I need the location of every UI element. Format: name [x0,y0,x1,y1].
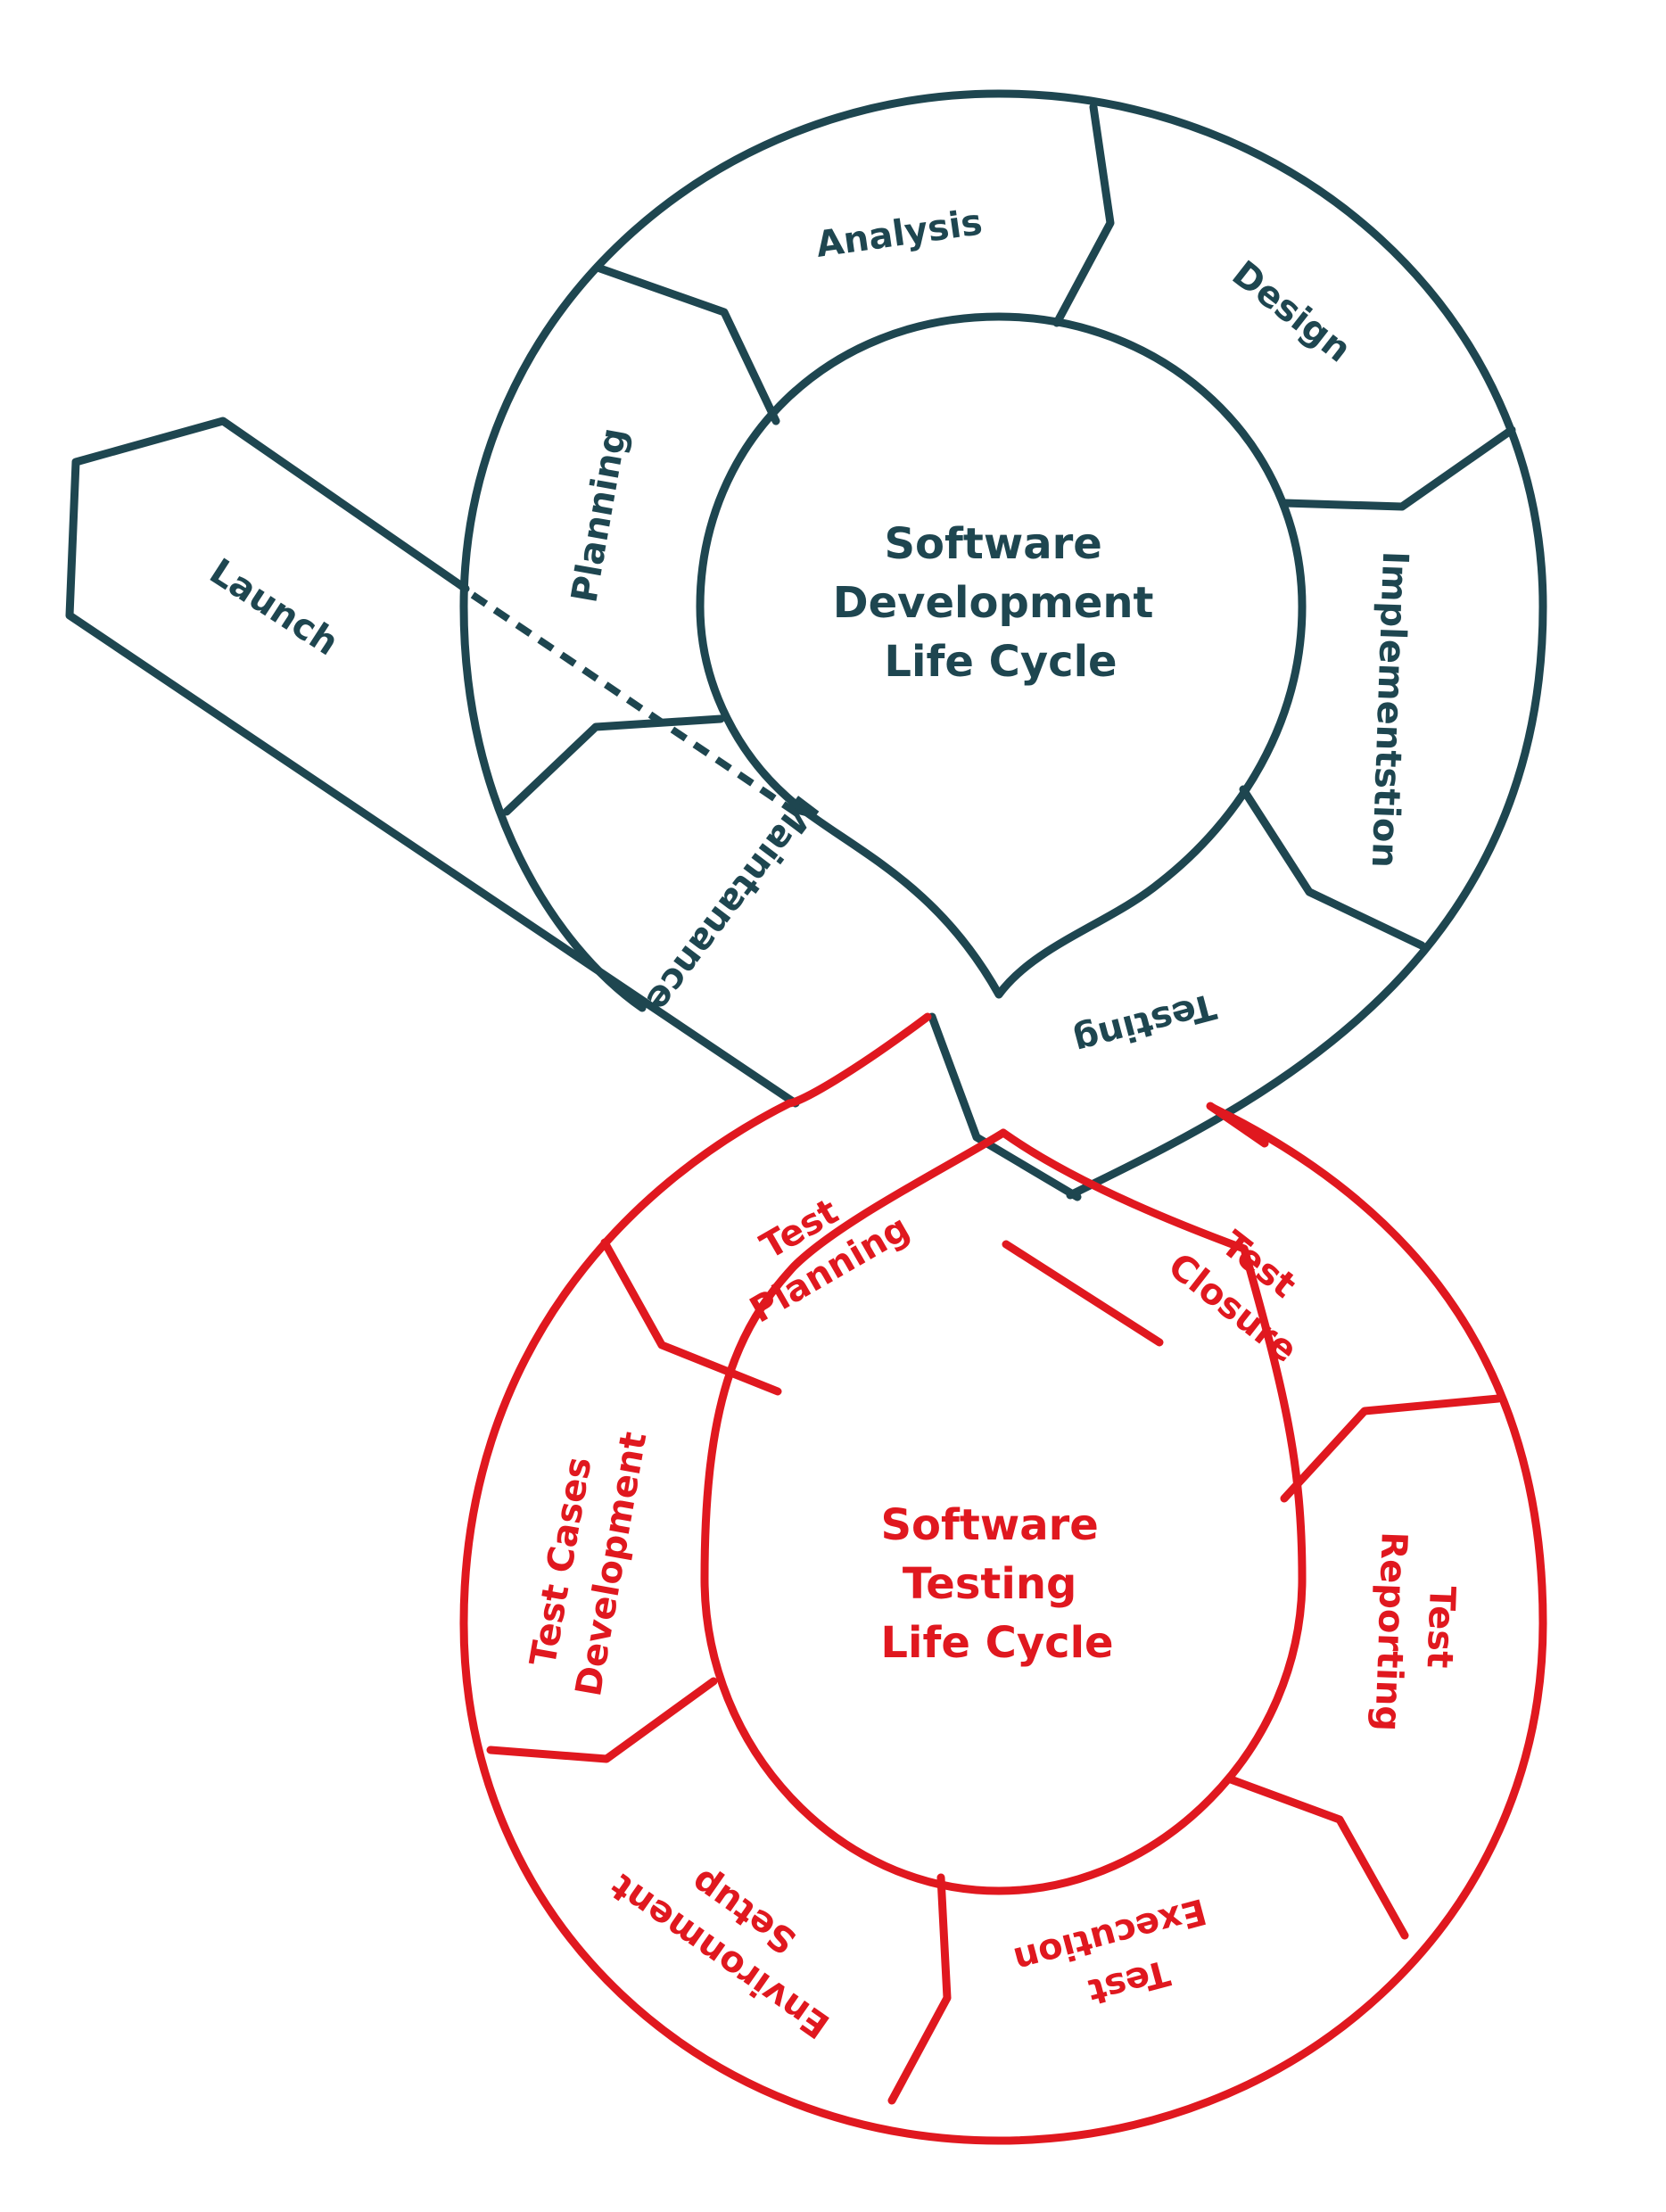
stlc-outer-ring [459,1012,1547,2145]
sdlc-cycle: Software Development Life Cycle Analysis… [65,89,1547,1201]
sdlc-divider-implementation-testing [1239,785,1426,950]
sdlc-divider-maintenance-planning [502,714,725,816]
stlc-phase-test-reporting: Test Reporting [1366,1531,1464,1734]
sdlc-phase-testing: Testing [1069,985,1220,1062]
stlc-phase-test-execution: Test Execution [1010,1890,1224,2029]
sdlc-divider-design-implementation [1280,425,1516,511]
sdlc-inner-hub [696,312,1307,999]
stlc-phase-test-reporting-line-2: Reporting [1366,1531,1414,1732]
stlc-title-line-3: Life Cycle [880,1618,1113,1668]
sdlc-phase-maintenance: Maintanance [638,788,826,1019]
stlc-divider-environment-casesdev [486,1677,718,1763]
stlc-title: Software Testing Life Cycle [880,1500,1113,1668]
stlc-phase-environment-setup: Environment Setup [593,1817,866,2046]
stlc-divider-closure-outer [1206,1102,1269,1148]
sdlc-divider-planning-analysis [593,263,780,425]
stlc-title-line-1: Software [880,1500,1098,1550]
stlc-divider-planning-casesdev [600,1238,782,1396]
sdlc-phase-implementation: Implementstion [1364,550,1415,868]
sdlc-launch-dashed-connector [470,591,804,820]
stlc-phase-test-reporting-line-1: Test [1419,1585,1463,1669]
sdlc-launch-arrow [65,417,800,1108]
stlc-phase-test-cases-development: Test Cases Development [519,1420,656,1699]
stlc-divider-execution-environment [887,1873,952,2105]
sdlc-phase-design: Design [1225,253,1358,371]
stlc-divider-reporting-execution [1226,1775,1409,1940]
stlc-title-line-2: Testing [903,1559,1076,1609]
sdlc-title-line-1: Software [884,519,1101,569]
sdlc-title-line-2: Development [833,578,1154,628]
sdlc-phase-analysis: Analysis [813,202,985,266]
sdlc-title-line-3: Life Cycle [884,637,1117,687]
stlc-inner-hub [700,1128,1307,1895]
sdlc-phase-launch: Launch [202,551,346,664]
stlc-divider-closure-reporting [1280,1394,1503,1503]
sdlc-phase-planning: Planning [564,425,635,606]
stlc-cycle: Software Testing Life Cycle Test Plannin… [459,1012,1547,2145]
stlc-divider-planning-closure [1002,1240,1164,1347]
sdlc-title: Software Development Life Cycle [833,519,1168,687]
sdlc-divider-testing-stlc [928,1012,1082,1201]
sdlc-outer-ring [459,89,1547,1200]
sdlc-divider-analysis-design [1052,103,1115,327]
